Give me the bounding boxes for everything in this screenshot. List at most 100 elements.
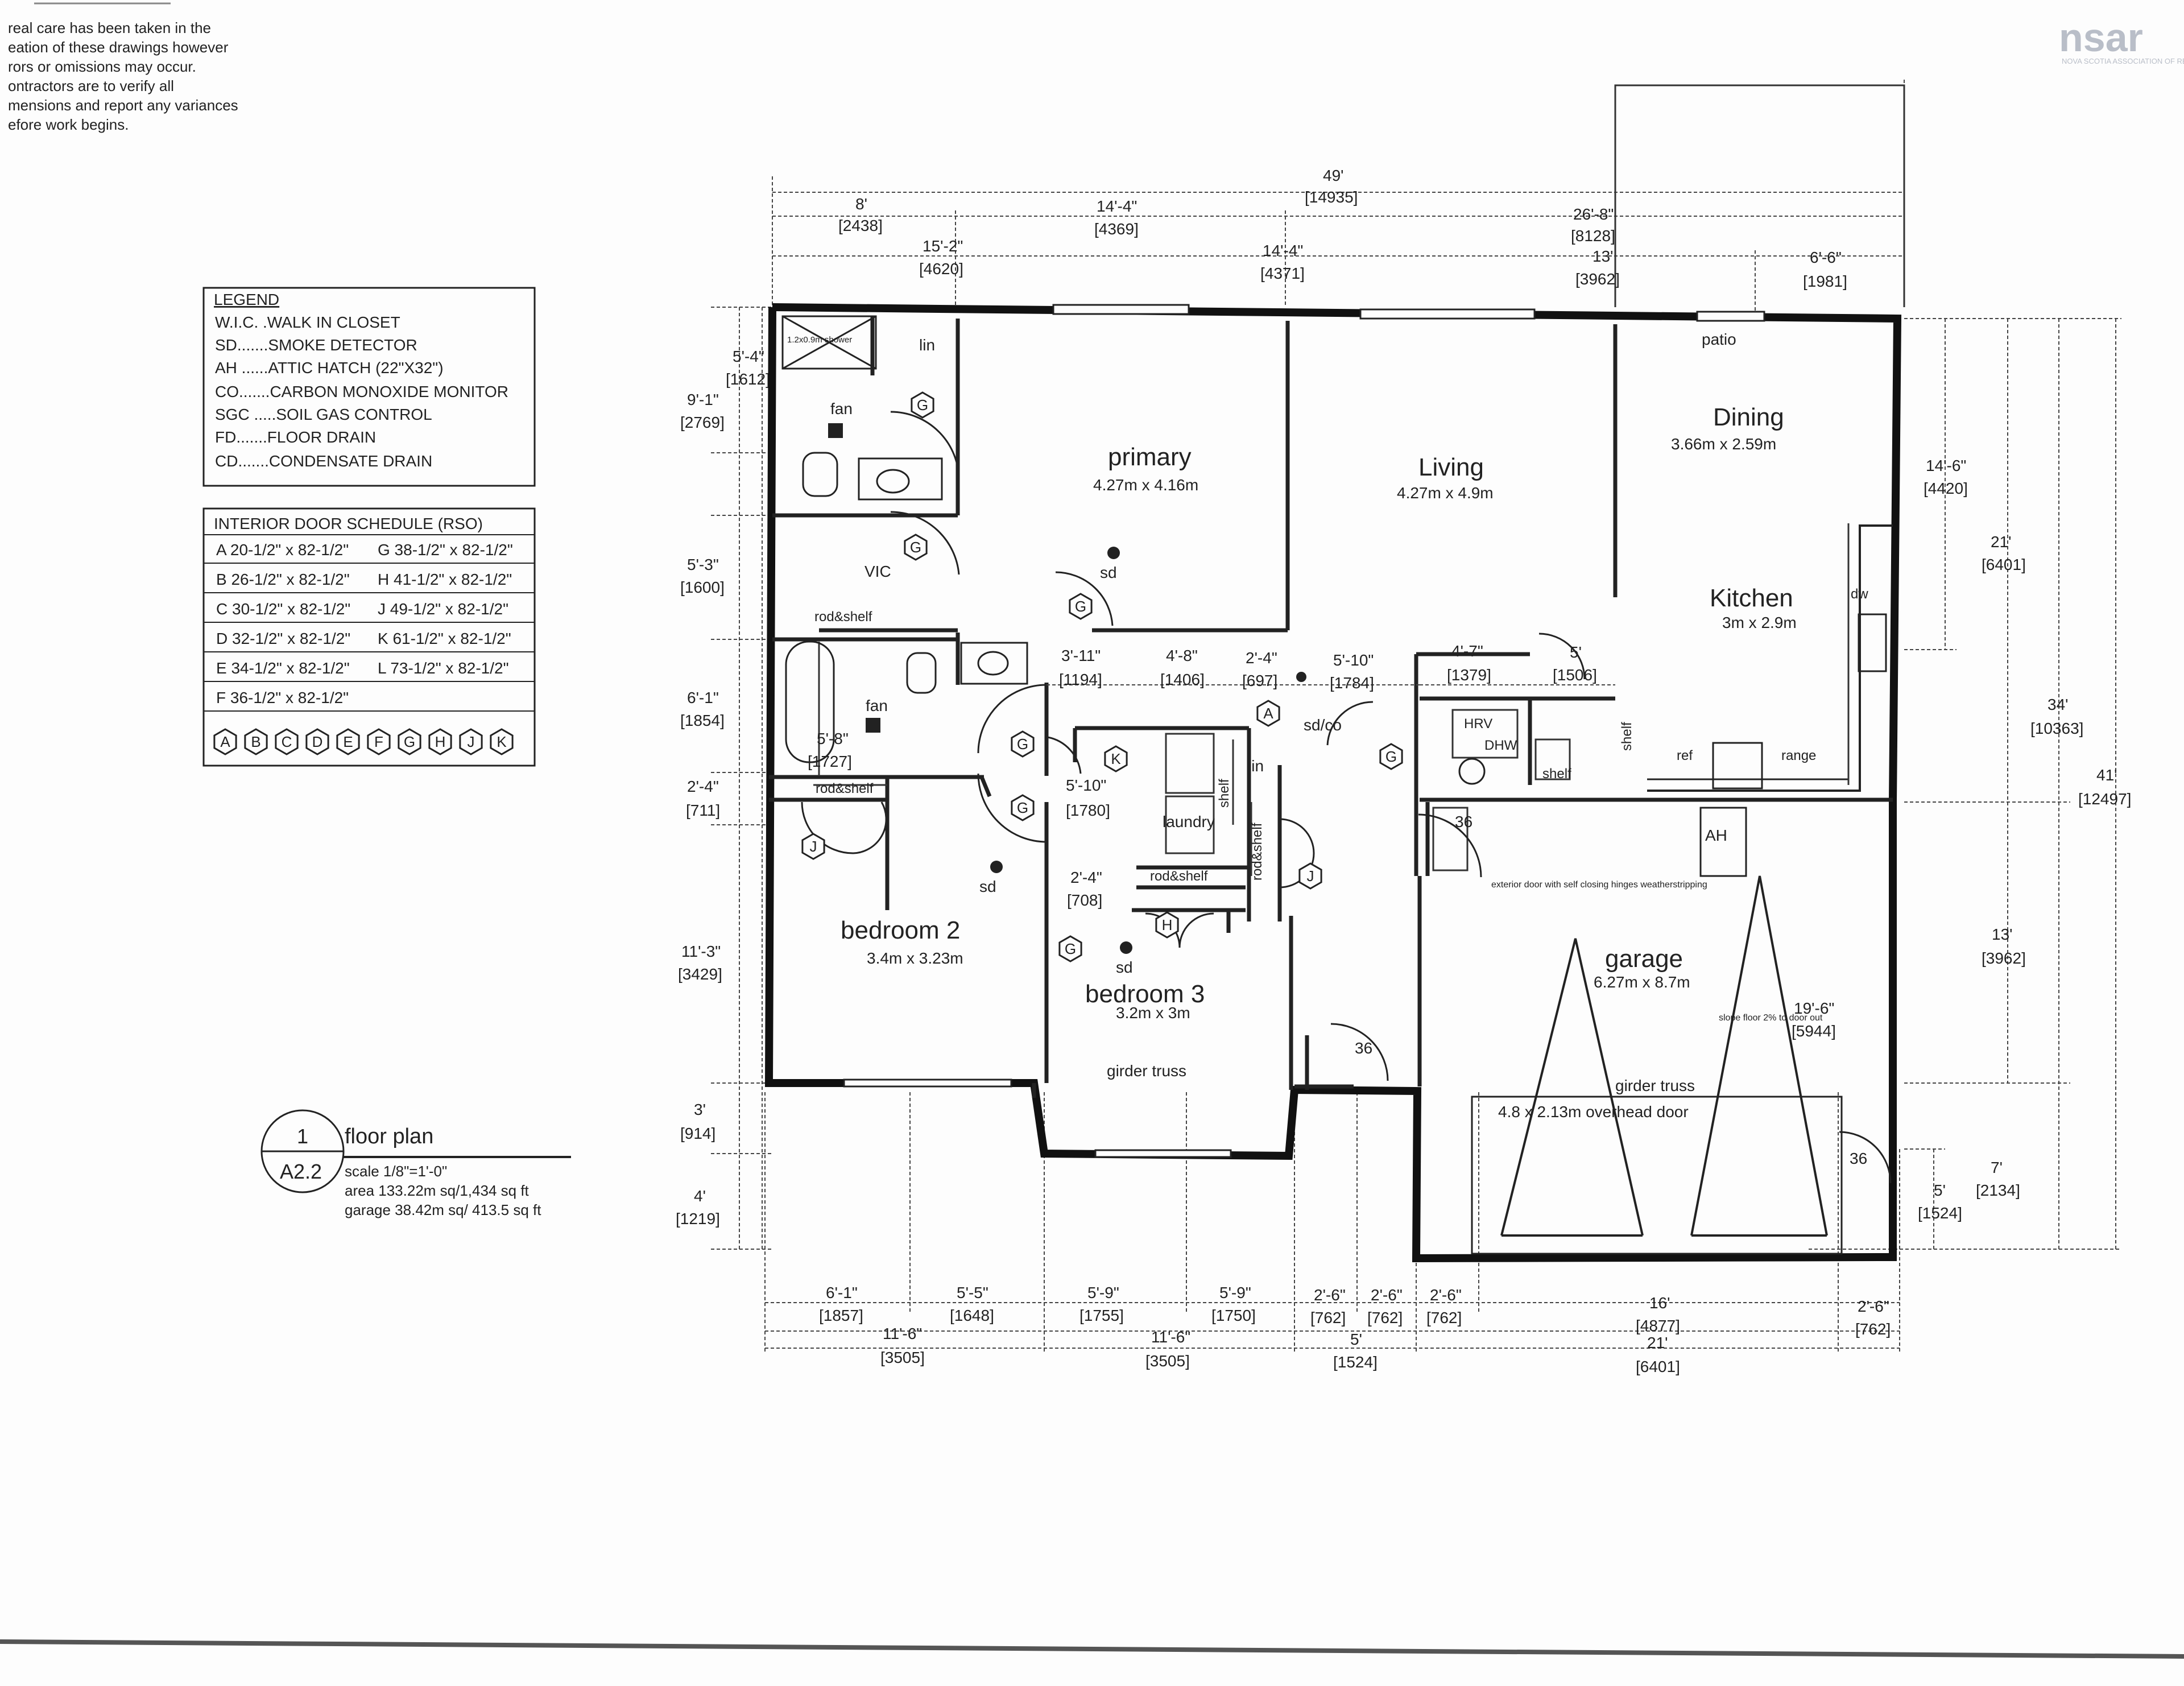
dim-label: [708] (1067, 891, 1102, 909)
dim-label: 14'-6" (1926, 457, 1966, 474)
room-size-dining: 3.66m x 2.59m (1671, 435, 1776, 453)
kitchen-sink-icon (1858, 613, 1887, 672)
svg-text:G: G (1385, 748, 1397, 765)
label-hrv: HRV (1464, 716, 1492, 732)
dim-label: [12497] (2078, 790, 2131, 808)
label-dishwasher: dw (1851, 586, 1868, 602)
dim-label: [6401] (1982, 556, 2026, 573)
realtor-logo: nsar NOVA SCOTIA ASSOCIATION OF REALTORS (2059, 15, 2184, 65)
dim-label: 5'-10" (1333, 651, 1374, 669)
room-labels: primary 4.27m x 4.16m Living 4.27m x 4.9… (841, 403, 1797, 1022)
door-letter-tag: G (398, 728, 421, 755)
millwork-lines (813, 523, 1887, 876)
door-tag: G (1379, 743, 1403, 770)
room-name-bedroom-2: bedroom 2 (841, 916, 960, 944)
dim-label: 3'-11" (1061, 647, 1101, 664)
logo-subtitle: NOVA SCOTIA ASSOCIATION OF REALTORS (2062, 57, 2184, 65)
dim-label: 5'-10" (1066, 776, 1106, 794)
room-name-living: Living (1418, 453, 1484, 481)
dim-label: 13' (1592, 247, 1614, 265)
label-overhead-door: 4.8 x 2.13m overhead door (1498, 1103, 1689, 1121)
label-attic-hatch: AH (1705, 827, 1727, 844)
svg-text:K: K (1111, 750, 1121, 767)
dim-label: 4'-7" (1451, 642, 1483, 660)
dim-label: [697] (1242, 672, 1277, 689)
dim-label: [4369] (1094, 220, 1139, 238)
door-schedule-cell: C 30-1/2" x 82-1/2" (216, 600, 350, 618)
note-line: mensions and report any variances (8, 97, 238, 114)
dim-label: [1379] (1447, 666, 1491, 684)
svg-text:J: J (1307, 867, 1314, 885)
smoke-detector-icon (990, 547, 1306, 954)
label-linen: lin (1248, 757, 1264, 775)
dim-label: 6'-1" (826, 1284, 858, 1301)
floor-area: area 133.22m sq/1,434 sq ft (345, 1182, 530, 1199)
legend-item: AH ......ATTIC HATCH (22"X32") (215, 359, 444, 377)
dim-label: 5'-9" (1219, 1284, 1251, 1301)
dim-label: [1727] (808, 753, 852, 770)
door-tag: G (904, 534, 928, 561)
dim-label: 14'-4" (1263, 242, 1303, 259)
dim-label: [1648] (950, 1307, 994, 1324)
left-dimensions (711, 307, 772, 1251)
interior-dimensions: 3'-11" [1194] 4'-8" [1406] 2'-4" [697] 5… (808, 642, 1615, 909)
dim-label: [1755] (1079, 1307, 1124, 1324)
dim-label: 5' (1570, 643, 1582, 661)
door-schedule-box: INTERIOR DOOR SCHEDULE (RSO) A 20-1/2" x… (202, 507, 536, 767)
door-schedule-cell: B 26-1/2" x 82-1/2" (216, 571, 350, 588)
label-girder-truss: girder truss (1107, 1062, 1186, 1080)
door-tag: G (1011, 730, 1035, 758)
svg-text:K: K (497, 733, 507, 750)
dim-label: 34' (2048, 696, 2069, 713)
legend-item: CO.......CARBON MONOXIDE MONITOR (215, 383, 508, 400)
dim-label: [1506] (1553, 666, 1597, 684)
legend-item: CD.......CONDENSATE DRAIN (215, 452, 432, 470)
dim-label: 4' (694, 1187, 706, 1205)
label-door-size: 36 (1355, 1039, 1372, 1057)
dim-label: 19'-6" (1794, 999, 1834, 1017)
dim-label: [711] (686, 801, 720, 819)
dim-label: [10363] (2030, 720, 2083, 737)
note-line: eation of these drawings however (8, 39, 229, 56)
vanity (858, 457, 943, 501)
vanity (960, 642, 1028, 685)
dim-label: 2'-4" (687, 778, 719, 795)
label-rod-shelf: rod&shelf (1150, 869, 1208, 884)
dim-label: [1780] (1066, 801, 1110, 819)
note-line: real care has been taken in the (8, 19, 211, 36)
dim-label: [3429] (678, 965, 722, 983)
dim-label: [762] (1426, 1309, 1462, 1327)
dim-label: 5'-9" (1087, 1284, 1119, 1301)
dim-label: [3505] (880, 1349, 925, 1366)
door-letter-tag: H (428, 728, 452, 755)
dim-label: [4371] (1260, 265, 1305, 282)
legend-title: LEGEND (214, 291, 279, 308)
label-door-size: 36 (1850, 1150, 1867, 1167)
svg-text:G: G (1017, 735, 1028, 753)
drawing-scale: scale 1/8"=1'-0" (345, 1163, 447, 1180)
door-letter-tag: E (336, 728, 360, 755)
svg-text:G: G (917, 396, 928, 414)
note-line: rors or omissions may occur. (8, 58, 196, 75)
dim-label: 4'-8" (1166, 647, 1198, 664)
dim-label: 5'-8" (817, 730, 849, 747)
door-tag: J (801, 833, 825, 860)
dim-label: 7' (1991, 1159, 2003, 1176)
room-size-bedroom-3: 3.2m x 3m (1116, 1004, 1190, 1022)
dim-label: [1524] (1333, 1353, 1378, 1371)
door-letter-tag: B (244, 728, 268, 755)
dim-label: 2'-6" (1314, 1286, 1346, 1304)
logo-text: nsar (2059, 15, 2143, 60)
dim-label: [3962] (1575, 270, 1620, 288)
door-tag: A (1256, 700, 1280, 727)
dim-label: 41' (2096, 766, 2117, 784)
door-tag: K (1104, 745, 1128, 772)
door-schedule-cell: E 34-1/2" x 82-1/2" (216, 659, 350, 677)
title-block: 1 A2.2 floor plan scale 1/8"=1'-0" area … (260, 1109, 571, 1218)
label-rod-shelf: rod&shelf (1250, 823, 1265, 881)
label-laundry: laundry (1163, 813, 1215, 830)
dim-label: [6401] (1636, 1358, 1680, 1375)
